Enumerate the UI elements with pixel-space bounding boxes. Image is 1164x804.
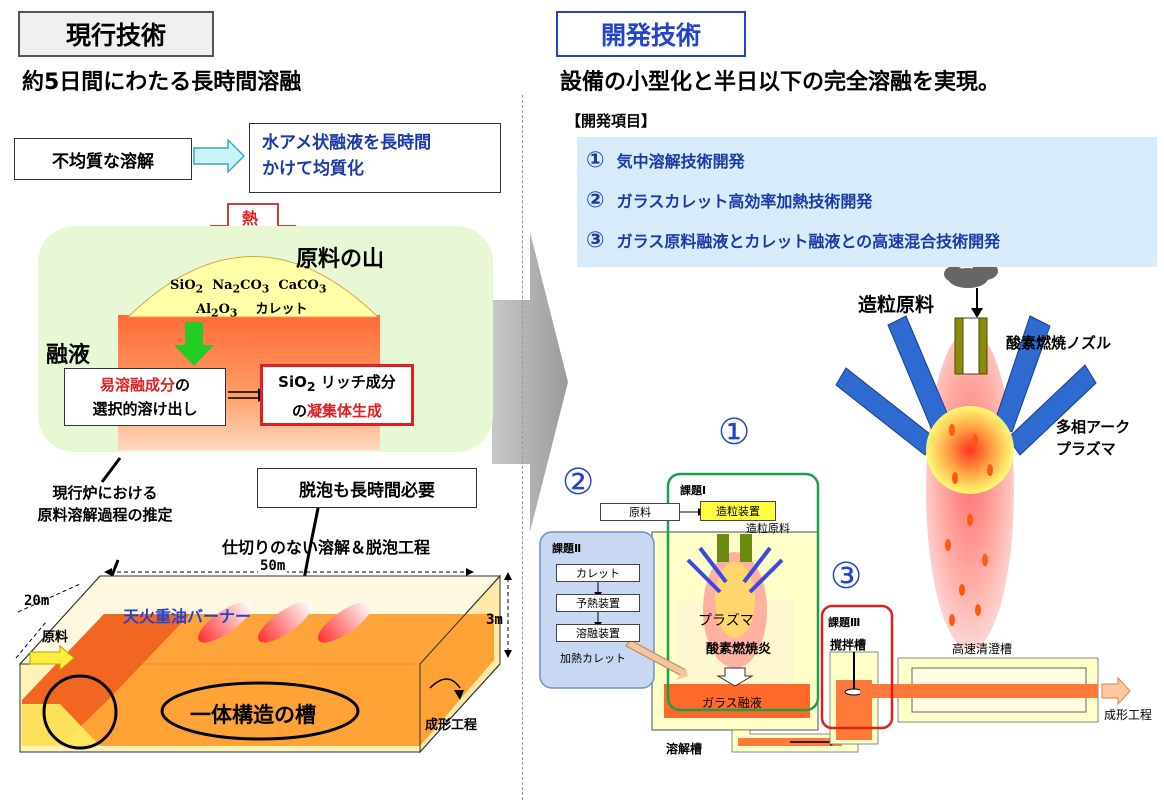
uneven-to-homog-arrow bbox=[193, 138, 246, 174]
burner-label: 天火重油バーナー bbox=[123, 607, 252, 626]
oxy-flame-label: 酸素燃焼炎 bbox=[706, 642, 772, 657]
dim-depth-label: 20m bbox=[24, 593, 50, 609]
current-tech-tag: 現行技術 bbox=[18, 11, 214, 57]
raw-materials-line1: SiO2 Na2CO3 CaCO3 bbox=[170, 278, 327, 296]
homogenization-box: 水アメ状融液を長時間 かけて均質化 bbox=[249, 123, 501, 193]
raw-input-arrow bbox=[29, 644, 75, 672]
raw-material-mound bbox=[126, 256, 380, 318]
sio2-aggregate-box: SiO2 リッチ成分 の凝集体生成 bbox=[260, 364, 414, 426]
glass-melt-pool bbox=[664, 684, 810, 718]
dev-items-header: 【開発項目】 bbox=[566, 112, 657, 130]
granulated-material-label: 造粒原料 bbox=[858, 294, 935, 316]
oxy-nozzle-label: 酸素燃焼ノズル bbox=[1006, 334, 1112, 352]
circle-number-1: ① bbox=[718, 412, 751, 453]
flow-raw-box: 原料 bbox=[600, 503, 680, 521]
plasma-label: プラズマ bbox=[698, 613, 754, 629]
raw-mountain-label: 原料の山 bbox=[296, 247, 385, 272]
estimate-label: 現行炉における 原料溶解過程の推定 bbox=[37, 484, 173, 524]
uneven-melting-box: 不均質な溶解 bbox=[14, 138, 192, 180]
arc-plasma-label: 多相アーク プラズマ bbox=[1056, 418, 1131, 458]
easy-melt-component: 易溶融成分 bbox=[99, 376, 175, 394]
stir-tank-label: 撹拌槽 bbox=[830, 638, 867, 652]
granulated-small-label: 造粒原料 bbox=[746, 522, 790, 535]
sio2-rich-text: SiO2 リッチ成分 bbox=[278, 373, 396, 394]
circle-number-2: ② bbox=[562, 462, 595, 503]
selective-dissolution-text: 選択的溶け出し bbox=[92, 400, 198, 418]
aggregate-formation: 凝集体生成 bbox=[307, 402, 383, 420]
left-headline: 約5日間にわたる長時間溶融 bbox=[22, 70, 302, 95]
green-down-arrow bbox=[174, 322, 214, 366]
defoam-box: 脱泡も長時間必要 bbox=[257, 468, 477, 508]
cullet-box: カレット bbox=[556, 564, 640, 582]
preheater-box: 予熱装置 bbox=[556, 594, 640, 612]
melting-tank-label: 溶解槽 bbox=[666, 742, 703, 756]
heated-cullet-label: 加熱カレット bbox=[560, 652, 626, 665]
transition-arrow bbox=[492, 232, 568, 532]
task2-label: 課題Ⅱ bbox=[552, 542, 582, 555]
center-divider bbox=[522, 95, 523, 800]
integrated-tank-label: 一体構造の槽 bbox=[190, 703, 316, 727]
heat-label: 熱 bbox=[242, 209, 259, 228]
granulator-box: 造粒装置 bbox=[700, 501, 776, 521]
melter-device-box: 溶融装置 bbox=[556, 624, 640, 642]
estimate-pointer-line bbox=[100, 457, 122, 483]
homog-line1: 水アメ状融液を長時間 bbox=[262, 133, 432, 153]
integrated-tank-ellipse bbox=[160, 681, 360, 741]
raw-zone-circle bbox=[42, 674, 118, 750]
forming-label-right: 成形工程 bbox=[1104, 708, 1153, 722]
task1-box bbox=[666, 472, 820, 712]
task3-box bbox=[820, 604, 894, 730]
dev-tech-tag: 開発技術 bbox=[556, 11, 746, 57]
burner-flames bbox=[198, 601, 372, 643]
raw-input-label: 原料 bbox=[42, 630, 69, 645]
raw-materials-line2: Al2O3 カレット bbox=[196, 302, 308, 320]
task1-label: 課題Ⅰ bbox=[680, 484, 707, 497]
dim-height-label: 3m bbox=[486, 612, 503, 628]
arc-plasma bbox=[926, 406, 1014, 494]
forming-label-left: 成形工程 bbox=[425, 718, 478, 733]
right-headline: 設備の小型化と半日以下の完全溶融を実現。 bbox=[560, 70, 1001, 95]
task3-label: 課題Ⅲ bbox=[828, 616, 861, 629]
dim-width-label: 50m bbox=[258, 558, 288, 574]
circle-number-3: ③ bbox=[830, 556, 863, 597]
arc-electrodes bbox=[835, 315, 1097, 456]
fining-tank-label: 高速清澄槽 bbox=[952, 642, 1013, 656]
dev-items-panel bbox=[577, 137, 1157, 267]
no-partition-label: 仕切りのない溶解＆脱泡工程 bbox=[222, 538, 431, 557]
glass-melt-label: ガラス融液 bbox=[702, 696, 762, 710]
selective-dissolution-box: 易溶融成分の 選択的溶け出し bbox=[64, 368, 226, 426]
homog-line2: かけて均質化 bbox=[262, 159, 364, 179]
melt-label: 融液 bbox=[46, 343, 91, 368]
